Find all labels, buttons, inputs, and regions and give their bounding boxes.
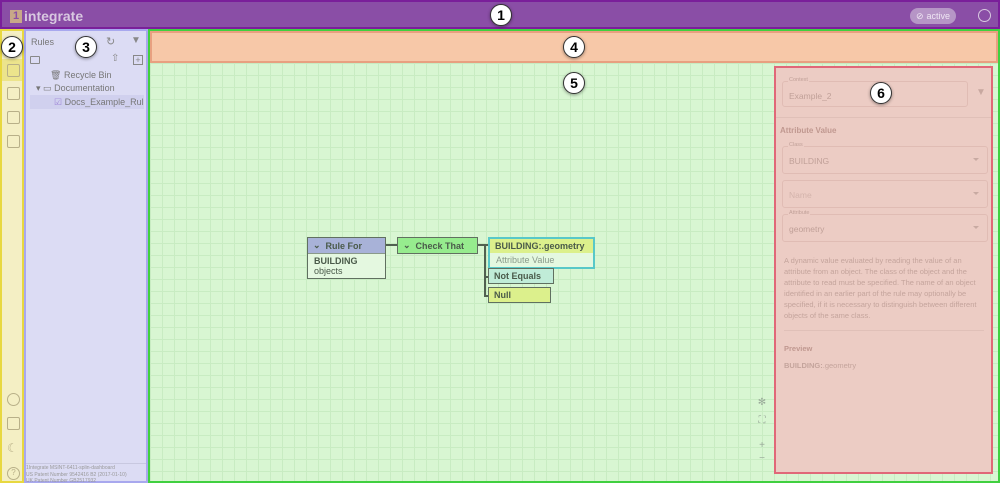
left-rail: ☾ ? <box>0 29 24 483</box>
settings-gear-icon[interactable] <box>7 393 20 406</box>
field-label: Class <box>788 142 804 148</box>
node-rule-for[interactable]: ⌄ Rule For BUILDING objects <box>307 237 386 279</box>
annotation-badge-5: 5 <box>563 72 585 94</box>
document-icon[interactable] <box>7 87 20 100</box>
section-title: Attribute Value <box>780 126 837 135</box>
description-text: A dynamic value evaluated by reading the… <box>784 256 977 320</box>
tree-item-docs-example-rule[interactable]: ☑ Docs_Example_Rul <box>30 95 144 109</box>
connector <box>484 244 486 296</box>
connector <box>478 244 488 246</box>
fit-screen-icon[interactable]: ⛶ <box>758 415 766 426</box>
tree-label: Docs_Example_Rul <box>64 97 144 107</box>
preview-attr: .geometry <box>822 361 857 370</box>
status-text: active <box>926 11 951 21</box>
chart-icon[interactable] <box>7 417 20 430</box>
divider <box>776 117 991 118</box>
preview-value: BUILDING:.geometry <box>784 360 856 371</box>
node-check-that[interactable]: ⌄ Check That <box>397 237 478 254</box>
node-title: Rule For <box>325 240 363 251</box>
logo-text: integrate <box>24 8 84 24</box>
checklist-icon[interactable] <box>7 111 20 124</box>
rules-title: Rules <box>31 37 55 47</box>
play-icon[interactable] <box>7 135 20 148</box>
rule-icon: ☑ <box>54 97 63 107</box>
attribute-select[interactable]: Attribute geometry <box>782 210 988 242</box>
divider <box>784 330 984 331</box>
chevron-down-icon[interactable]: ⌄ <box>313 240 321 250</box>
field-label: Attribute <box>788 210 811 216</box>
check-circle-icon: ⊘ <box>915 10 924 21</box>
settings-icon[interactable]: ✻ <box>757 397 767 408</box>
logo-mark: 1 <box>10 9 22 23</box>
node-null[interactable]: Null <box>488 287 551 303</box>
node-title: Null <box>494 290 511 300</box>
dropdown-arrow-icon <box>973 226 979 232</box>
tree-item-documentation[interactable]: ▾ ▭ Documentation <box>36 83 136 94</box>
patent-us: US Patent Number 9542416 B2 (2017-01-10) <box>26 471 127 478</box>
node-title: Check That <box>415 240 465 251</box>
chevron-down-icon[interactable]: ⌄ <box>403 240 411 250</box>
annotation-badge-2: 2 <box>1 36 23 58</box>
node-title: BUILDING:.geometry <box>495 241 585 251</box>
annotation-badge-6: 6 <box>870 82 892 104</box>
help-icon[interactable]: ? <box>7 467 20 480</box>
refresh-icon[interactable]: ↻ <box>106 36 116 48</box>
filter-icon[interactable]: ▼ <box>131 35 141 46</box>
trash-icon: 🗑 <box>50 70 62 80</box>
connector <box>386 244 397 246</box>
patent-uk: UK Patent Number GB2517932 <box>26 478 97 484</box>
field-value: Example_2 <box>789 91 832 101</box>
annotation-badge-1: 1 <box>490 4 512 26</box>
upload-icon[interactable]: ⇧ <box>111 53 120 64</box>
node-class: BUILDING <box>314 256 358 266</box>
connector <box>484 295 489 297</box>
tree-label: Recycle Bin <box>63 70 112 80</box>
node-title: Not Equals <box>494 271 542 281</box>
preview-class: BUILDING: <box>784 361 823 370</box>
field-placeholder: Name <box>789 190 812 200</box>
rules-panel: Rules ↻ ▼ ⇧ + 🗑 Recycle Bin ▾ ▭ Document… <box>24 29 148 485</box>
caret-down-icon: ▾ <box>36 83 41 93</box>
dark-mode-moon-icon[interactable]: ☾ <box>7 441 18 455</box>
dropdown-arrow-icon <box>973 158 979 164</box>
node-sub: objects <box>314 266 343 276</box>
field-label: Context <box>788 77 809 83</box>
connector <box>484 276 489 278</box>
user-avatar-icon[interactable] <box>978 9 991 22</box>
preview-title: Preview <box>784 344 813 353</box>
footer-info: 1Integrate MSINT-6411-splin-dashboard US… <box>26 463 146 485</box>
node-not-equals[interactable]: Not Equals <box>488 268 554 284</box>
node-attribute-value[interactable]: BUILDING:.geometry Attribute Value <box>488 237 595 269</box>
tree-label: Documentation <box>54 83 115 93</box>
annotation-badge-3: 3 <box>75 36 97 58</box>
field-value: BUILDING <box>789 156 830 166</box>
field-value: geometry <box>789 224 825 234</box>
version-text: 1Integrate MSINT-6411-splin-dashboard <box>26 465 115 471</box>
zoom-in-button[interactable]: + <box>759 440 765 451</box>
zoom-out-button[interactable]: − <box>759 453 765 464</box>
status-badge[interactable]: ⊘active <box>910 8 956 24</box>
folder-icon: ▭ <box>43 83 52 93</box>
name-select[interactable]: Name <box>782 180 988 208</box>
annotation-badge-4: 4 <box>563 36 585 58</box>
tree-item-recycle-bin[interactable]: 🗑 Recycle Bin <box>50 70 140 81</box>
node-sub: Attribute Value <box>490 253 593 267</box>
rules-checkbox-icon[interactable] <box>7 64 20 77</box>
add-icon[interactable]: + <box>133 55 143 65</box>
filter-icon[interactable]: ▼ <box>976 87 986 98</box>
dropdown-arrow-icon <box>973 192 979 198</box>
folder-icon[interactable] <box>30 56 40 64</box>
